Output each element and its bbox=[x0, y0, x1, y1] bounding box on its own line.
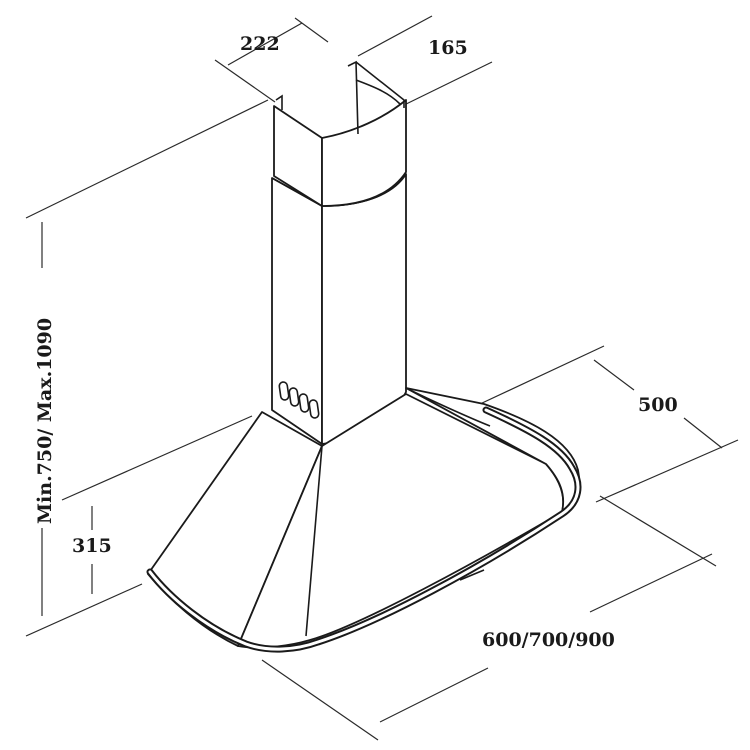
dim-165-line bbox=[357, 15, 433, 57]
canopy-fold-back bbox=[405, 387, 491, 427]
dim-222-extension-left bbox=[214, 59, 276, 103]
dim-width-line-right bbox=[589, 553, 713, 613]
dim-width-line-left bbox=[379, 667, 489, 723]
chimney-bracket bbox=[347, 60, 405, 135]
dimension-lines bbox=[25, 15, 739, 741]
dim-222-extension-right bbox=[294, 17, 329, 43]
vent-slot bbox=[288, 387, 300, 407]
dim-label-165: 165 bbox=[428, 37, 468, 59]
dim-label-hood-width: 600/700/900 bbox=[482, 629, 615, 651]
dim-label-total-height: Min.750/ Max.1090 bbox=[34, 318, 56, 524]
dim-label-500: 500 bbox=[638, 394, 678, 416]
chimney-lower-front-face bbox=[271, 177, 323, 445]
dim-500-extension-back bbox=[479, 345, 605, 405]
chimney-bracket-left bbox=[275, 94, 283, 110]
dim-500-line-bottom bbox=[683, 417, 723, 449]
dim-width-extension-right bbox=[599, 495, 717, 567]
dim-label-315: 315 bbox=[72, 535, 112, 557]
chimney-upper-side-face bbox=[321, 99, 407, 207]
dim-label-222: 222 bbox=[240, 33, 280, 55]
dim-bottom-reference bbox=[25, 583, 143, 637]
chimney-inner-curve bbox=[355, 79, 401, 105]
canopy-edge-detail bbox=[459, 569, 485, 581]
dim-500-extension-front bbox=[595, 439, 739, 503]
chimney bbox=[271, 60, 407, 445]
canopy-fold-right bbox=[305, 445, 323, 637]
dim-165-extension bbox=[397, 61, 493, 109]
dim-315-top-reference bbox=[61, 415, 253, 501]
vent-slot bbox=[298, 393, 310, 413]
dim-width-extension-left bbox=[261, 659, 379, 741]
dim-height-top-reference bbox=[25, 99, 269, 219]
vent-slot bbox=[278, 381, 290, 401]
canopy-rim-highlight bbox=[148, 408, 580, 651]
vent-slots bbox=[278, 381, 320, 419]
vent-slot bbox=[308, 399, 320, 419]
dim-500-line-top bbox=[593, 359, 635, 391]
canopy bbox=[146, 387, 582, 653]
dim-222-line bbox=[227, 22, 303, 66]
